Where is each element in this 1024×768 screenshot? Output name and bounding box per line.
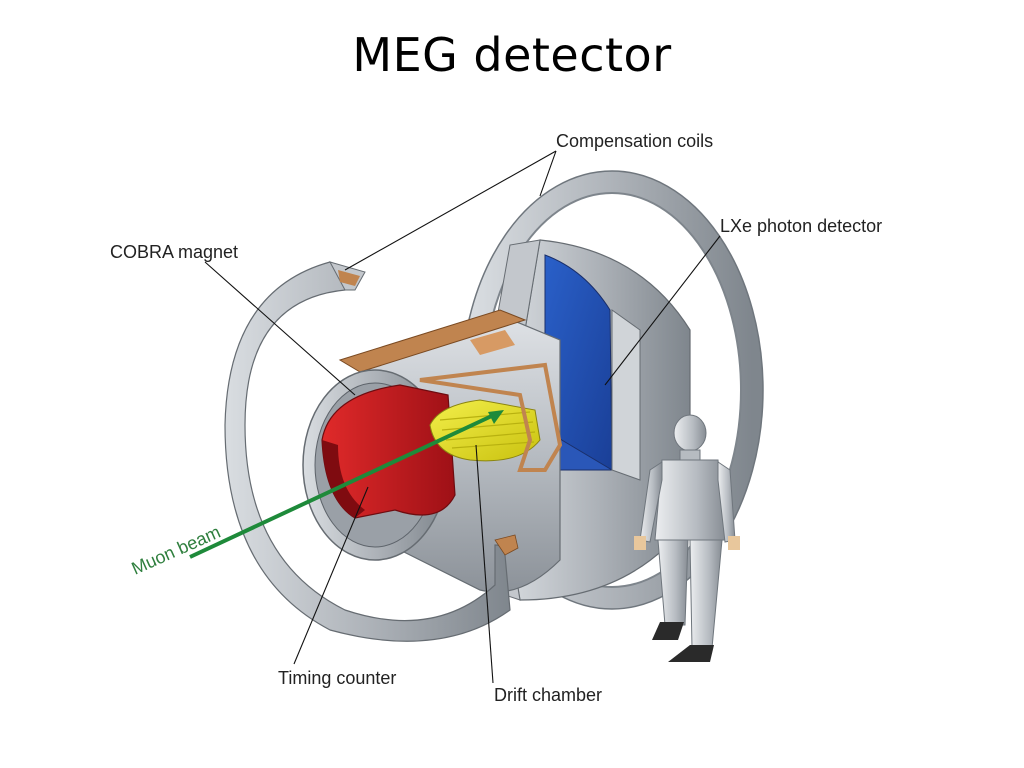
drift-chamber [419, 362, 563, 472]
label-timing-counter: Timing counter [278, 668, 396, 688]
label-drift-chamber: Drift chamber [494, 685, 602, 705]
label-cobra-magnet: COBRA magnet [110, 242, 238, 262]
muon-beam-arrow [189, 410, 504, 559]
leader-lines [204, 150, 721, 684]
slide-title: MEG detector [352, 28, 672, 82]
compensation-coil-front [224, 261, 519, 642]
timing-counter [321, 384, 456, 519]
label-lxe-photon-detector: LXe photon detector [720, 216, 882, 236]
label-compensation-coils: Compensation coils [556, 131, 713, 151]
person-figure [634, 414, 740, 662]
